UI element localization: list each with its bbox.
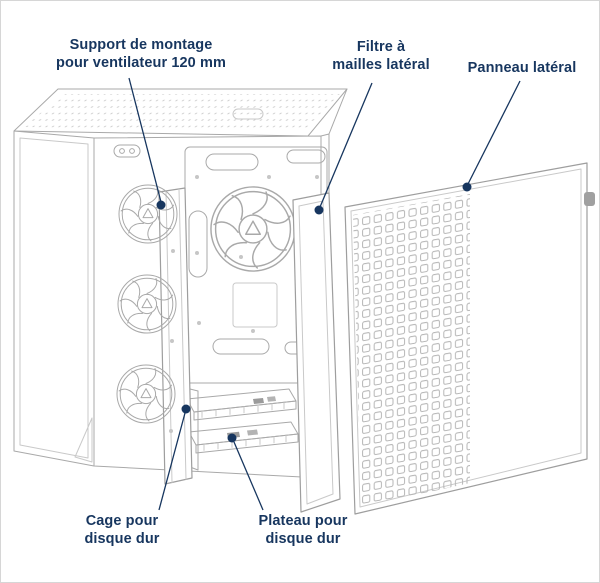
label-line: disque dur xyxy=(84,530,160,547)
front-glass-panel xyxy=(13,130,95,467)
top-mesh-panel xyxy=(13,88,348,137)
label-line: disque dur xyxy=(265,530,341,547)
callout-line-hdd-tray xyxy=(233,441,264,511)
hdd-tray-lower xyxy=(188,421,299,454)
power-connector xyxy=(267,396,276,402)
label-side-panel: Panneau latéral xyxy=(455,60,589,78)
label-line: pour ventilateur 120 mm xyxy=(56,54,226,71)
perforation-grid xyxy=(353,194,470,507)
sata-connector xyxy=(253,398,264,404)
mesh-filter-panel xyxy=(292,192,341,513)
label-line: Plateau pour xyxy=(258,513,348,529)
callout-line-fan-bracket xyxy=(128,77,162,203)
fan-mount-bracket xyxy=(158,187,193,485)
front-io-detail xyxy=(113,144,141,158)
callout-dot-hdd-cage xyxy=(181,404,191,414)
label-hdd-cage: Cage pour disque dur xyxy=(61,513,183,548)
panel-latch xyxy=(584,192,595,206)
hdd-tray-upper xyxy=(186,388,297,421)
callout-line-side-panel xyxy=(467,80,521,185)
label-fan-mount-bracket: Support de montage pour ventilateur 120 … xyxy=(31,37,251,72)
top-vent-detail xyxy=(232,108,264,120)
label-hdd-tray: Plateau pour disque dur xyxy=(237,513,369,548)
rear-fan xyxy=(211,187,295,271)
callout-line-mesh-filter xyxy=(319,82,373,208)
label-line: Filtre à xyxy=(356,39,406,55)
interior-opening xyxy=(93,135,322,479)
label-line: Support de montage xyxy=(69,37,213,53)
label-line: Panneau latéral xyxy=(467,60,577,76)
side-panel xyxy=(344,162,595,515)
power-connector xyxy=(247,429,258,436)
callouts xyxy=(128,77,521,511)
callout-dot-hdd-tray xyxy=(227,433,237,443)
callout-line-hdd-cage xyxy=(158,412,186,511)
label-line: Cage pour xyxy=(85,513,159,529)
callout-dot-side-panel xyxy=(462,182,472,192)
label-mesh-filter: Filtre à mailles latéral xyxy=(319,39,443,74)
label-line: mailles latéral xyxy=(332,56,430,73)
callout-dot-fan-bracket xyxy=(156,200,166,210)
callout-dot-mesh-filter xyxy=(314,205,324,215)
